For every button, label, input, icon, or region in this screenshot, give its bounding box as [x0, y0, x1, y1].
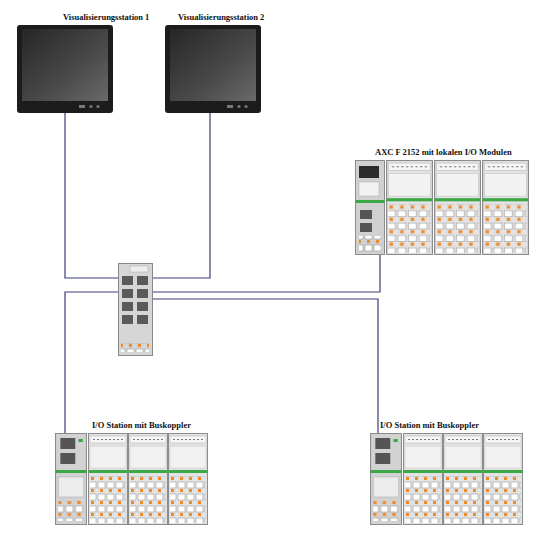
- power-terminal: [121, 343, 149, 352]
- hmi-station: Visualisierungsstation 2: [165, 25, 261, 113]
- io-station: I/O Station mit Buskoppler: [55, 433, 208, 525]
- station-label: Visualisierungsstation 1: [63, 12, 149, 22]
- switch-label: [130, 266, 148, 272]
- bus-coupler: [371, 434, 402, 525]
- station-label: Visualisierungsstation 2: [178, 12, 264, 22]
- hmi-station: Visualisierungsstation 1: [17, 25, 113, 113]
- switch-port: [122, 315, 133, 324]
- switch-port: [122, 289, 133, 298]
- plc-controller: [356, 161, 385, 255]
- station-label: AXC F 2152 mit lokalen I/O Modulen: [375, 147, 512, 157]
- ethernet-cable: [153, 255, 380, 292]
- io-module: [89, 434, 128, 525]
- io-station: [56, 434, 208, 525]
- io-module: [444, 434, 483, 525]
- ethernet-cable: [153, 299, 378, 433]
- ethernet-cable: [65, 113, 118, 278]
- station-label: I/O Station mit Buskoppler: [92, 420, 191, 430]
- plc-station: [356, 161, 529, 255]
- io-station: [371, 434, 523, 525]
- switch-port: [137, 276, 148, 285]
- io-module: [404, 434, 443, 525]
- switch-port: [137, 315, 148, 324]
- switch-port: [122, 302, 133, 311]
- ethernet-switch: [119, 264, 153, 356]
- touch-panel: [17, 25, 113, 113]
- io-module: [484, 434, 523, 525]
- io-module: [483, 161, 529, 255]
- io-module: [387, 161, 433, 255]
- ethernet-switch: [118, 263, 153, 356]
- bus-coupler: [56, 434, 87, 525]
- ethernet-cable: [65, 292, 118, 433]
- io-module: [435, 161, 481, 255]
- ethernet-cable: [153, 113, 210, 278]
- touch-panel: [165, 25, 261, 113]
- station-label: I/O Station mit Buskoppler: [380, 420, 479, 430]
- io-station: I/O Station mit Buskoppler: [370, 433, 523, 525]
- switch-body: [119, 264, 153, 356]
- plc-station: AXC F 2152 mit lokalen I/O Modulen: [355, 160, 529, 255]
- switch-port: [137, 302, 148, 311]
- io-module: [129, 434, 168, 525]
- io-module: [169, 434, 208, 525]
- switch-port: [137, 289, 148, 298]
- switch-port: [122, 276, 133, 285]
